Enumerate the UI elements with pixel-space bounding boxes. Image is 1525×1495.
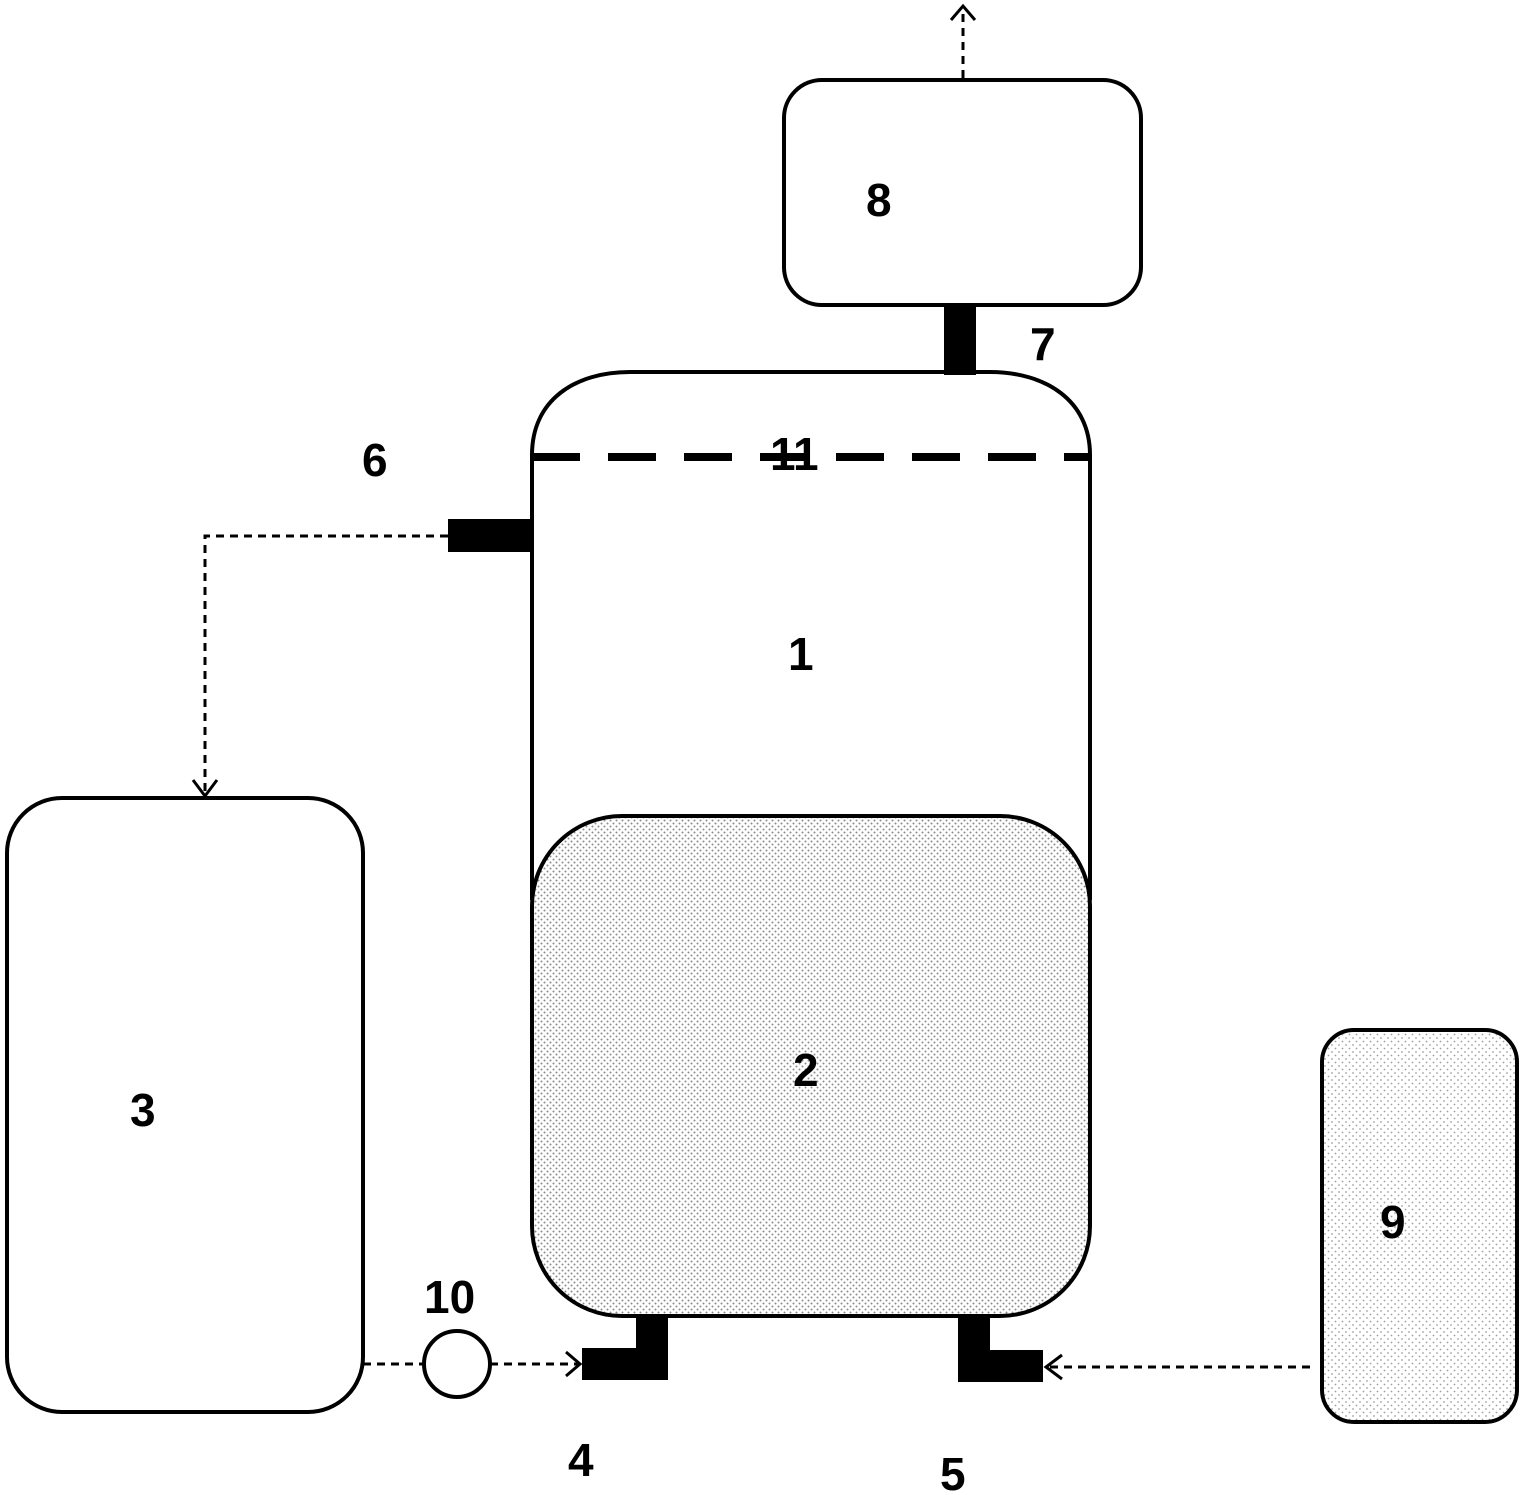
- pump-circle: [422, 1329, 492, 1399]
- feed-arrow-head: [565, 1350, 583, 1378]
- label-top-outlet: 7: [1030, 318, 1056, 370]
- bottom-inlet-right-nozzle: [958, 1314, 1043, 1382]
- label-top-unit: 8: [866, 174, 892, 226]
- bottom-inlet-left-nozzle: [582, 1314, 668, 1380]
- label-right-tank: 9: [1380, 1196, 1406, 1248]
- exhaust-arrow-head: [949, 3, 977, 21]
- label-side-outlet: 6: [362, 434, 388, 486]
- label-bottom-inlet-right: 5: [940, 1448, 966, 1495]
- supply-arrow-head: [1043, 1353, 1063, 1381]
- vessel-body: [530, 370, 1092, 900]
- label-packed-bed: 2: [793, 1044, 819, 1096]
- label-vessel: 1: [788, 628, 814, 680]
- right-tank: [1320, 1028, 1519, 1424]
- recycle-flow-line: [203, 534, 448, 792]
- label-pump: 10: [424, 1271, 475, 1323]
- top-outlet-nozzle: [944, 305, 976, 375]
- top-unit-box: [782, 78, 1143, 307]
- label-left-tank: 3: [130, 1084, 156, 1136]
- packed-bed: [530, 814, 1092, 1318]
- label-bottom-inlet-left: 4: [568, 1434, 594, 1486]
- side-outlet-nozzle: [448, 519, 532, 552]
- left-tank: [5, 796, 365, 1414]
- label-screen: 11: [770, 428, 819, 480]
